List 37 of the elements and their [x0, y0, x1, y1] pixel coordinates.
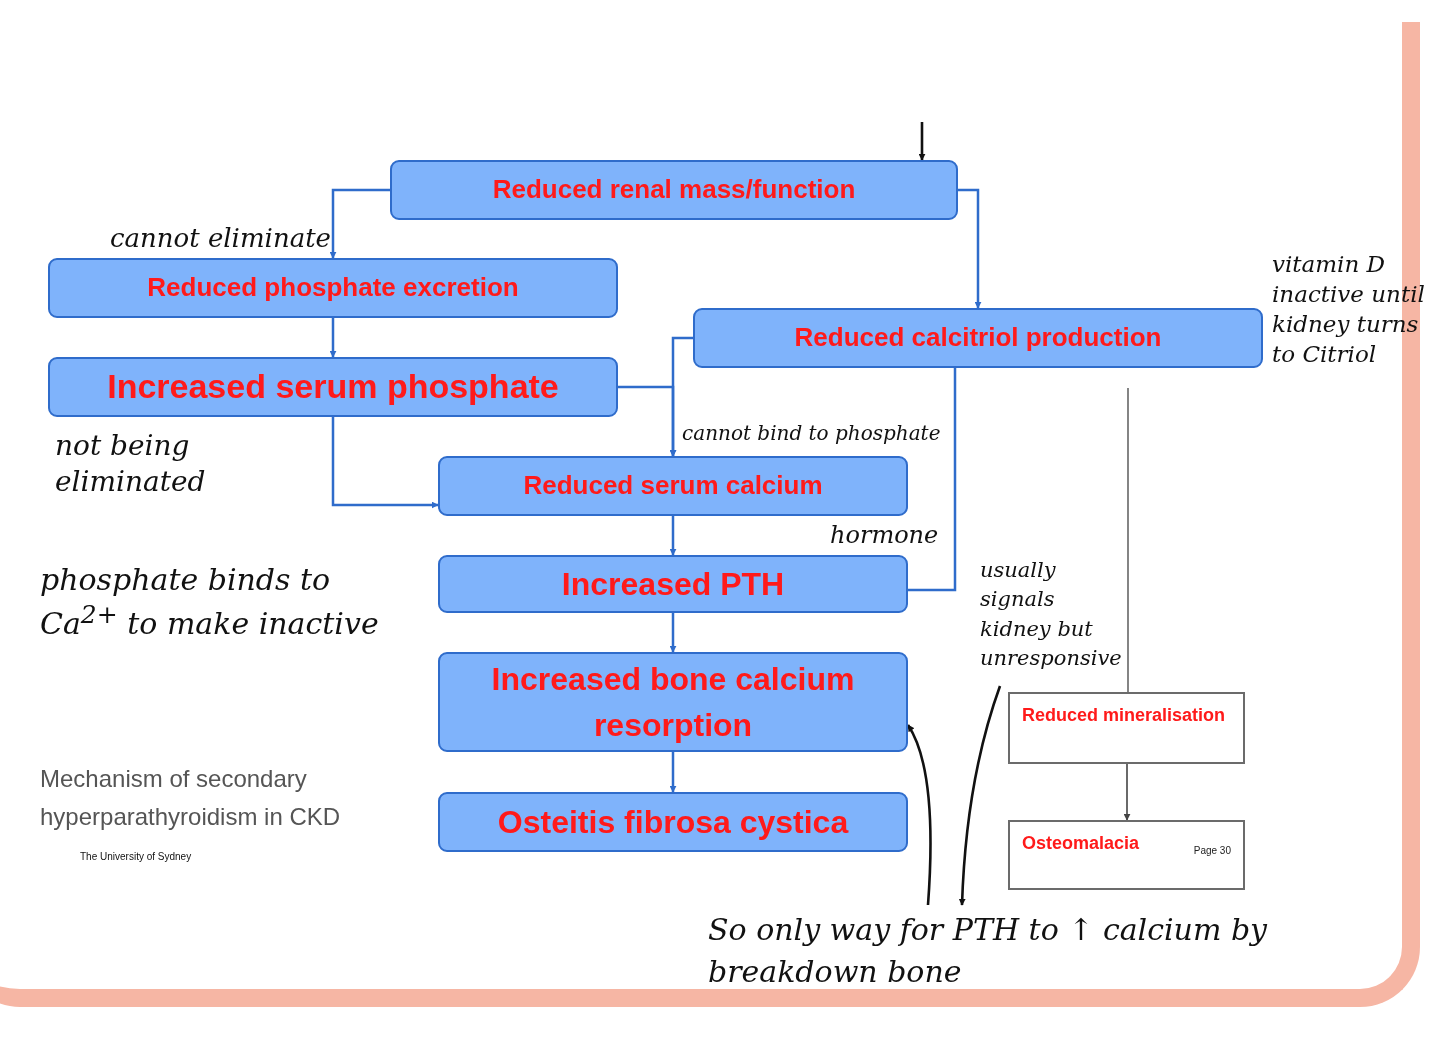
process-box: Reduced renal mass/function [390, 160, 958, 220]
process-box: Osteitis fibrosa cystica [438, 792, 908, 852]
handwritten-arrow [906, 724, 932, 906]
arrow [958, 188, 982, 309]
handwritten-annotation: cannot bind to phosphate [682, 420, 941, 446]
outcome-text: Reduced mineralisation [1022, 704, 1226, 727]
caption: Mechanism of secondary hyperparathyroidism in CKD [40, 764, 342, 833]
page-number: Page 30 [1193, 844, 1231, 858]
handwritten-note: So only way for PTH to ↑ calcium by breakdown bone [700, 905, 1340, 1030]
handwritten-annotation: phosphate binds to Ca$^{2+}$ to make inactive [40, 561, 380, 643]
arrow [1123, 763, 1131, 821]
arrow [331, 417, 439, 509]
arrow [669, 613, 677, 653]
arrow [669, 336, 693, 457]
handwritten-annotation: hormone [830, 520, 939, 551]
handwritten-annotation: vitamin D inactive until kidney turns to Citriol [1272, 250, 1426, 369]
process-box: Reduced calcitriol production [693, 308, 1263, 368]
handwritten-arrow [918, 122, 926, 161]
handwritten-arrow [958, 685, 1002, 906]
process-box: Increased PTH [438, 555, 908, 613]
outcome-box [1008, 692, 1245, 764]
process-box: Reduced phosphate excretion [48, 258, 618, 318]
footer-text: The University of Sydney [80, 850, 192, 863]
process-box: Reduced serum calcium [438, 456, 908, 516]
process-box: Increased serum phosphate [48, 357, 618, 417]
outcome-text: Osteomalacia [1022, 832, 1140, 855]
connector-line [908, 368, 957, 592]
handwritten-note: usually signals kidney but unresponsive [972, 552, 1124, 686]
process-box: Increased bone calcium resorption [438, 652, 908, 752]
handwritten-annotation: cannot eliminate [110, 222, 331, 255]
arrow [329, 188, 390, 259]
arrow [329, 318, 337, 358]
handwritten-annotation: not being eliminated [55, 428, 207, 501]
outcome-box [1008, 820, 1245, 890]
arrow [669, 752, 677, 793]
connector-line [1127, 387, 1129, 693]
arrow [669, 516, 677, 556]
